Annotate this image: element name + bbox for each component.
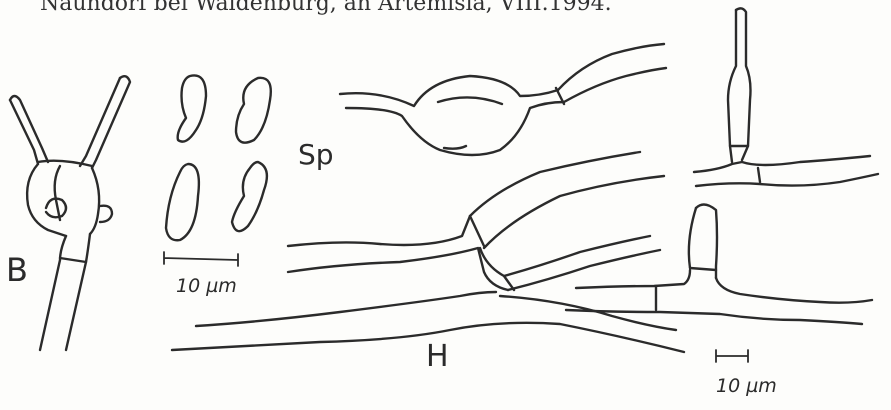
caption-fragment: Naundorf bei Waldenburg, an Artemisia, V… [40,0,612,16]
label-spores: Sp [298,138,334,171]
scale-label-hyphae: 10 µm [716,375,777,397]
label-basidium: B [6,251,28,289]
basidium-drawing [10,76,130,350]
spores-drawing [166,75,271,240]
scale-label-spores: 10 µm [176,275,237,297]
label-hyphae: H [426,339,449,374]
hyphae-drawing [172,8,878,352]
scale-bar-hyphae [716,350,748,362]
scale-bar-spores [164,252,238,266]
